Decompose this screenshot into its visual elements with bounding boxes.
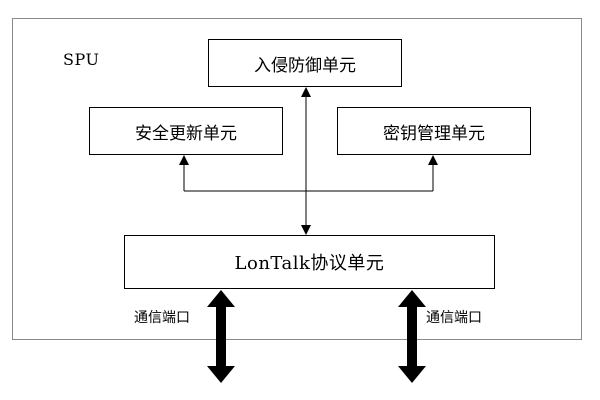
security-update-unit: 安全更新单元 bbox=[89, 107, 283, 155]
spu-label: SPU bbox=[63, 50, 100, 69]
communication-port-label-left: 通信端口 bbox=[134, 310, 190, 326]
key-management-unit: 密钥管理单元 bbox=[337, 107, 531, 155]
communication-port-label-right: 通信端口 bbox=[426, 310, 482, 326]
lontalk-protocol-unit: LonTalk协议单元 bbox=[124, 235, 495, 289]
intrusion-defense-unit: 入侵防御单元 bbox=[208, 39, 402, 87]
spu-container bbox=[12, 18, 582, 340]
